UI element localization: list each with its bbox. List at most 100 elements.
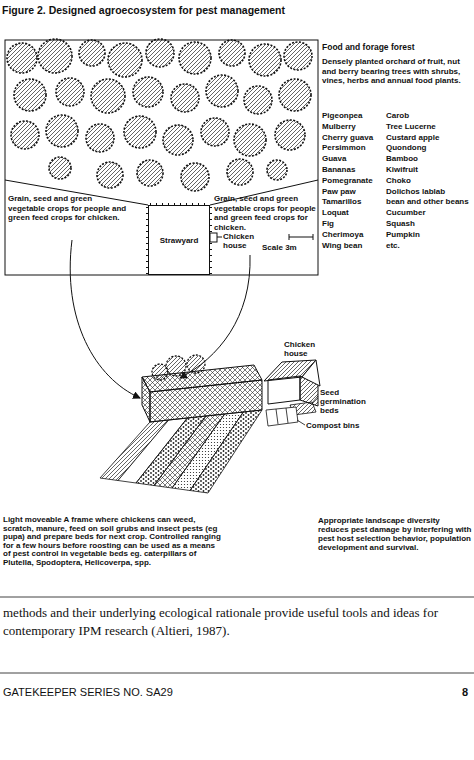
plant-name: Pumpkin <box>386 230 474 239</box>
chicken-house-drawing <box>264 360 320 406</box>
rule-line <box>0 597 474 598</box>
footer-text: GATEKEEPER SERIES NO. SA29 <box>3 686 303 699</box>
section-text: Densely planted orchard of fruit, nut an… <box>322 57 472 86</box>
tree-symbol <box>163 125 193 155</box>
compost-bins <box>297 420 305 425</box>
plan-chicken-house <box>217 237 222 238</box>
compost-bins <box>266 407 305 426</box>
section-heading: Food and forage forest <box>322 42 472 52</box>
crop-area-text: Grain, seed and green vegetable crops fo… <box>214 194 316 232</box>
plant-name: Squash <box>386 219 474 228</box>
part-label: Chicken house <box>223 232 259 250</box>
tree-symbol <box>284 42 312 70</box>
plant-name: Cherry guava <box>322 133 386 142</box>
tree-symbol <box>46 115 78 147</box>
scale-bar <box>313 234 314 240</box>
part-label: Compost bins <box>306 421 376 430</box>
tree-symbol <box>249 44 281 76</box>
plant-name: Cucumber <box>386 208 474 217</box>
rule-line <box>0 597 474 673</box>
tree-symbol <box>267 160 287 180</box>
scale-bar <box>289 234 313 240</box>
node-label: Strawyard <box>160 236 199 245</box>
plant-name: etc. <box>386 241 474 250</box>
compost-bins <box>266 407 298 426</box>
plant-name: Fig <box>322 219 386 228</box>
seed-beds <box>312 396 318 403</box>
plan-chicken-house <box>210 233 217 242</box>
plant-name: Pigeonpea <box>322 111 386 120</box>
chicken-house-drawing <box>302 360 320 386</box>
plant-name: Carob <box>386 111 474 120</box>
tree-symbol <box>14 79 46 111</box>
tree-symbol <box>234 124 266 156</box>
tree-symbol <box>11 121 39 149</box>
figure-title: Figure 2. Designed agroecosystem for pes… <box>2 4 462 16</box>
plant-name: Kiwifruit <box>386 165 474 174</box>
compost-bins <box>286 408 288 423</box>
tree-symbol <box>7 39 312 191</box>
tree-symbol <box>137 160 163 186</box>
note-text: Light moveable A frame where chickens ca… <box>3 516 221 568</box>
plant-name: bean and other beans <box>386 197 474 206</box>
plant-name: Loquat <box>322 208 386 217</box>
plant-name: Cherimoya <box>322 230 386 239</box>
scale-label: Scale 3m <box>262 243 318 252</box>
scale-bar <box>289 237 313 238</box>
compost-bins <box>276 409 278 424</box>
tree-symbol <box>108 43 142 77</box>
body-text: methods and their underlying ecological … <box>3 604 473 640</box>
part-label: Seed germination beds <box>320 388 374 415</box>
plant-name: Guava <box>322 154 386 163</box>
tree-symbol <box>97 162 123 188</box>
tree-symbol <box>7 43 37 73</box>
tree-symbol <box>181 163 209 191</box>
plant-name: Quondong <box>386 143 474 152</box>
page-number: 8 <box>462 686 474 699</box>
tree-symbol <box>244 86 272 114</box>
tree-symbol <box>124 116 156 148</box>
rule-line <box>0 673 474 674</box>
a-frame <box>150 380 262 422</box>
tree-symbol <box>38 39 72 73</box>
plant-name: Mulberry <box>322 122 386 131</box>
strawyard-box: Strawyard <box>148 205 210 275</box>
tree-symbol <box>171 84 199 112</box>
plant-name: Custard apple <box>386 133 474 142</box>
tree-symbol <box>206 75 238 107</box>
scale-bar <box>289 234 290 240</box>
plant-name: Persimmon <box>322 143 386 152</box>
note-text: Appropriate landscape diversity reduces … <box>318 516 472 552</box>
plant-name: Paw paw <box>322 187 386 196</box>
part-label: Chicken house <box>284 340 320 358</box>
tree-symbol <box>91 79 125 113</box>
tree-symbol <box>79 40 105 66</box>
fence-ticks <box>148 205 210 275</box>
plant-name: Pomegranate <box>322 176 386 185</box>
tree-symbol <box>86 124 114 152</box>
plant-name: Bananas <box>322 165 386 174</box>
tree-symbol <box>227 159 253 185</box>
tree-symbol <box>133 77 163 107</box>
tree-symbol <box>279 79 311 111</box>
tree-symbol <box>56 78 84 106</box>
plant-name: Tamarillos <box>322 197 386 206</box>
crop-beds <box>100 410 262 493</box>
a-frame <box>142 365 262 422</box>
plant-name: Wing bean <box>322 241 386 250</box>
tree-symbol <box>49 157 71 179</box>
tree-symbol <box>179 42 211 74</box>
crop-beds <box>190 410 262 493</box>
plant-name: Choko <box>386 176 474 185</box>
tree-symbol <box>146 39 174 67</box>
tree-symbol <box>201 118 229 146</box>
tree-symbol <box>219 40 245 66</box>
plan-chicken-house <box>210 233 222 242</box>
plant-name: Dolichos lablab <box>386 187 474 196</box>
plan-outline <box>5 40 318 275</box>
flow-arrow <box>70 240 140 398</box>
crop-area-text: Grain, seed and green vegetable crops fo… <box>8 194 130 223</box>
plant-name: Tree Lucerne <box>386 122 474 131</box>
plant-name: Bamboo <box>386 154 474 163</box>
